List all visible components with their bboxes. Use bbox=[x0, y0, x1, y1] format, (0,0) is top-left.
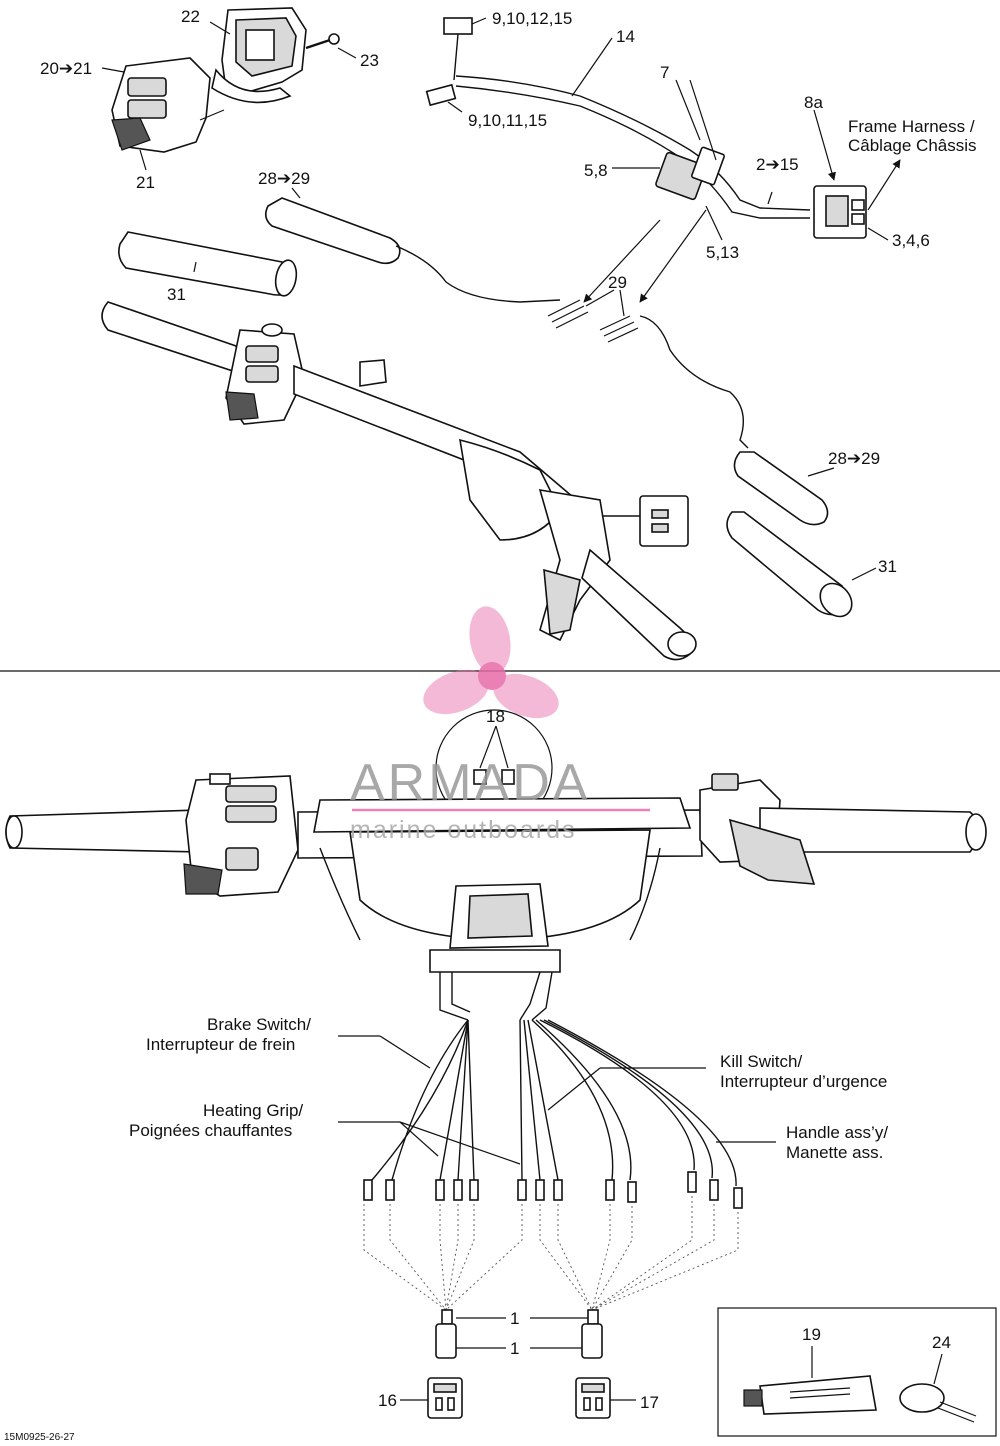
harness-tails bbox=[371, 971, 737, 1187]
handle-assy-label-fr: Manette ass. bbox=[786, 1143, 883, 1162]
terminal-pins-29 bbox=[547, 299, 639, 343]
connector-housing-16-part bbox=[400, 1377, 463, 1419]
watermark-name: ARMADA bbox=[350, 754, 590, 812]
callout-18: 18 bbox=[486, 707, 505, 726]
callout-16: 16 bbox=[378, 1391, 397, 1410]
dotted-guides bbox=[363, 1196, 739, 1311]
callout-3-4-6: 3,4,6 bbox=[892, 231, 930, 250]
callout-2-15: 2➔15 bbox=[756, 155, 799, 174]
watermark-tagline: marine outboards bbox=[350, 816, 577, 844]
heated-grip-wire bbox=[639, 315, 749, 449]
callout-7: 7 bbox=[660, 63, 669, 82]
callout-5-13: 5,13 bbox=[706, 243, 739, 262]
brake-switch-label-en: Brake Switch/ bbox=[207, 1015, 311, 1034]
callout-9-10-11-15: 9,10,11,15 bbox=[468, 111, 547, 130]
heating-grip-label-fr: Poignées chauffantes bbox=[129, 1121, 292, 1140]
wire-terminals bbox=[363, 1171, 743, 1209]
callout-22: 22 bbox=[181, 7, 200, 26]
harness-top-part bbox=[425, 17, 867, 239]
heated-grip-top-part bbox=[264, 197, 561, 303]
callout-29: 29 bbox=[608, 273, 627, 292]
brake-switch-label-fr: Interrupteur de frein bbox=[146, 1035, 295, 1054]
callout-5-8: 5,8 bbox=[584, 161, 608, 180]
callout-31-right: 31 bbox=[878, 557, 897, 576]
callout-21: 21 bbox=[136, 173, 155, 192]
callout-9-10-12-15: 9,10,12,15 bbox=[492, 9, 572, 28]
consumables-inset-box bbox=[717, 1307, 997, 1437]
callout-20-21: 20➔21 bbox=[40, 59, 92, 78]
kill-switch-label-en: Kill Switch/ bbox=[720, 1052, 802, 1071]
frame-harness-label-fr: Câblage Châssis bbox=[848, 136, 977, 155]
connector-pins-part bbox=[435, 1309, 603, 1359]
grease-tube-19-part bbox=[743, 1346, 877, 1415]
callout-1-b: 1 bbox=[510, 1339, 519, 1358]
frame-harness-label-en: Frame Harness / bbox=[848, 117, 975, 136]
armada-watermark: ARMADA marine outboards bbox=[350, 606, 650, 844]
callout-28-29-right: 28➔29 bbox=[828, 449, 880, 468]
callout-19: 19 bbox=[802, 1325, 821, 1344]
heated-grip-right-part bbox=[733, 451, 829, 526]
callout-23: 23 bbox=[360, 51, 379, 70]
callout-17: 17 bbox=[640, 1393, 659, 1412]
cable-tie-24-part bbox=[899, 1353, 977, 1423]
callout-leaders-top bbox=[101, 17, 901, 581]
propeller-logo bbox=[423, 606, 559, 719]
grip-31-top-part bbox=[118, 231, 298, 297]
switch-cover-part bbox=[211, 7, 307, 104]
heating-grip-label-en: Heating Grip/ bbox=[203, 1101, 303, 1120]
callout-8a: 8a bbox=[804, 93, 823, 112]
callout-28-29-top: 28➔29 bbox=[258, 169, 310, 188]
screw-part bbox=[305, 33, 340, 50]
grip-31-right-part bbox=[726, 511, 853, 618]
connector-housing-17-part bbox=[575, 1377, 636, 1419]
callout-31-top: 31 bbox=[167, 285, 186, 304]
callout-1-a: 1 bbox=[510, 1309, 519, 1328]
handle-assy-label-en: Handle ass’y/ bbox=[786, 1123, 888, 1142]
kill-switch-label-fr: Interrupteur d’urgence bbox=[720, 1072, 887, 1091]
callout-24: 24 bbox=[932, 1333, 951, 1352]
handlebar-front-assembly bbox=[5, 773, 987, 973]
callout-14: 14 bbox=[616, 27, 635, 46]
diagram-id: 15M0925-26-27 bbox=[4, 1432, 75, 1443]
label-leaders-bottom bbox=[338, 1035, 776, 1165]
handlebar-top-assembly bbox=[101, 301, 697, 661]
left-switch-block-part bbox=[111, 57, 225, 153]
